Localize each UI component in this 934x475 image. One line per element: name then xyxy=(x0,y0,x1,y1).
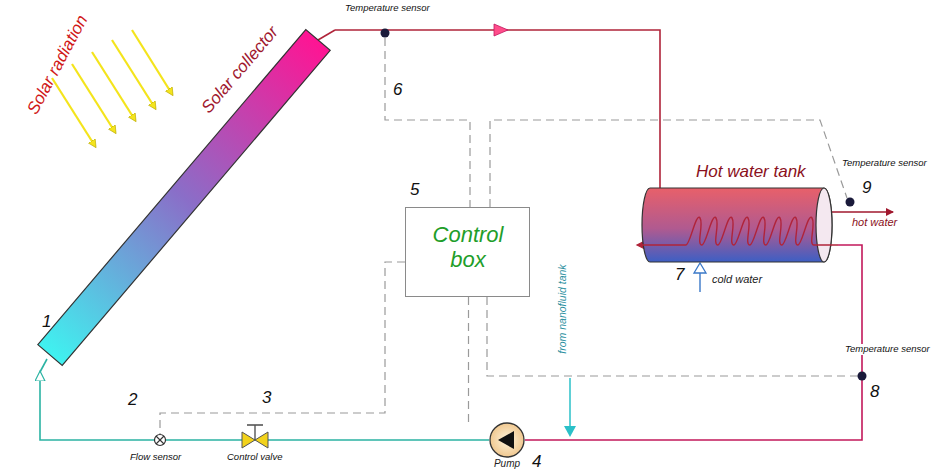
solar-collector-shape xyxy=(30,20,335,372)
flow-direction-arrow xyxy=(494,24,508,36)
part-label: Control valve xyxy=(227,452,282,463)
heat-exchanger-coil xyxy=(638,217,838,245)
tank-end xyxy=(816,188,832,262)
control-wires-part xyxy=(385,38,470,207)
hot-water-outlet-part xyxy=(832,211,893,213)
temperature-sensor-dots-part xyxy=(381,29,390,38)
pump-impeller xyxy=(498,431,514,449)
sensor-label: Temperature sensor xyxy=(843,344,932,355)
nanofluid-inlet-part xyxy=(564,426,576,437)
pipe-stubs-part xyxy=(40,359,47,372)
control-valve-symbol-part xyxy=(242,432,255,448)
pump-label: Pump xyxy=(483,458,531,470)
solar-radiation-arrows-part xyxy=(72,64,115,132)
cold-water-inlet-part xyxy=(694,263,706,273)
solar-collector: Solar collector xyxy=(30,20,335,372)
callout-number: 5 xyxy=(410,180,419,200)
solar-radiation-arrows-part xyxy=(112,40,155,108)
cold-water-inlet-part xyxy=(699,272,700,292)
nanofluid-inlet-part xyxy=(569,378,571,428)
solar-radiation-arrows-part xyxy=(132,30,172,94)
pipe-line xyxy=(40,372,489,440)
flow-label: hot water xyxy=(852,216,897,229)
callout-number: 8 xyxy=(870,382,879,402)
temperature-sensor-dots-part xyxy=(858,372,867,381)
callout-number: 6 xyxy=(393,80,402,100)
temperature-sensor-dots-part xyxy=(846,198,855,207)
flow-label: cold water xyxy=(712,273,762,286)
callout-number: 1 xyxy=(42,312,51,332)
callout-number: 2 xyxy=(128,390,137,410)
control-valve-symbol-part xyxy=(255,432,268,448)
tank-body xyxy=(642,188,832,262)
flow-sensor-symbol xyxy=(155,435,166,446)
callout-number: 4 xyxy=(532,452,541,472)
flow-direction-arrow-part xyxy=(494,24,508,36)
pipe-line xyxy=(525,245,862,440)
control-valve-symbol-part xyxy=(254,425,255,440)
flow-label: from nanofluid tank xyxy=(556,259,568,359)
cold-water-inlet xyxy=(694,263,706,292)
flow-sensor-symbol-part xyxy=(156,436,164,444)
hot-water-tank: Hot water tank xyxy=(638,160,838,266)
callout-number: 7 xyxy=(675,265,684,285)
flow-sensor-symbol-part xyxy=(155,435,166,446)
flow-sensor-symbol-part xyxy=(156,436,164,444)
callout-number: 3 xyxy=(262,388,271,408)
pump-casing xyxy=(490,423,524,457)
pipe-stubs-part xyxy=(318,30,335,40)
control-valve-symbol xyxy=(242,425,268,448)
control-box: Control box xyxy=(405,207,530,297)
nanofluid-inlet xyxy=(564,378,576,437)
control-valve-symbol-part xyxy=(247,424,263,426)
control-wires-part xyxy=(160,262,405,434)
collector-panel xyxy=(38,30,330,366)
sensor-label: Temperature sensor xyxy=(345,3,430,14)
temperature-sensor-dots xyxy=(381,29,867,381)
callout-number: 9 xyxy=(862,178,871,198)
sensor-label: Temperature sensor xyxy=(842,158,927,169)
pump: Pump xyxy=(489,422,525,474)
radiation-label: Solar radiation xyxy=(20,5,96,125)
control-box-label: Control box xyxy=(423,222,513,273)
hot-water-outlet xyxy=(832,212,893,213)
hot-water-tank-label: Hot water tank xyxy=(696,162,821,182)
part-label: Flow sensor xyxy=(130,452,181,463)
control-signal-line xyxy=(468,297,469,422)
solar-radiation-arrows-part xyxy=(92,52,135,120)
control-wires-part xyxy=(487,297,858,376)
